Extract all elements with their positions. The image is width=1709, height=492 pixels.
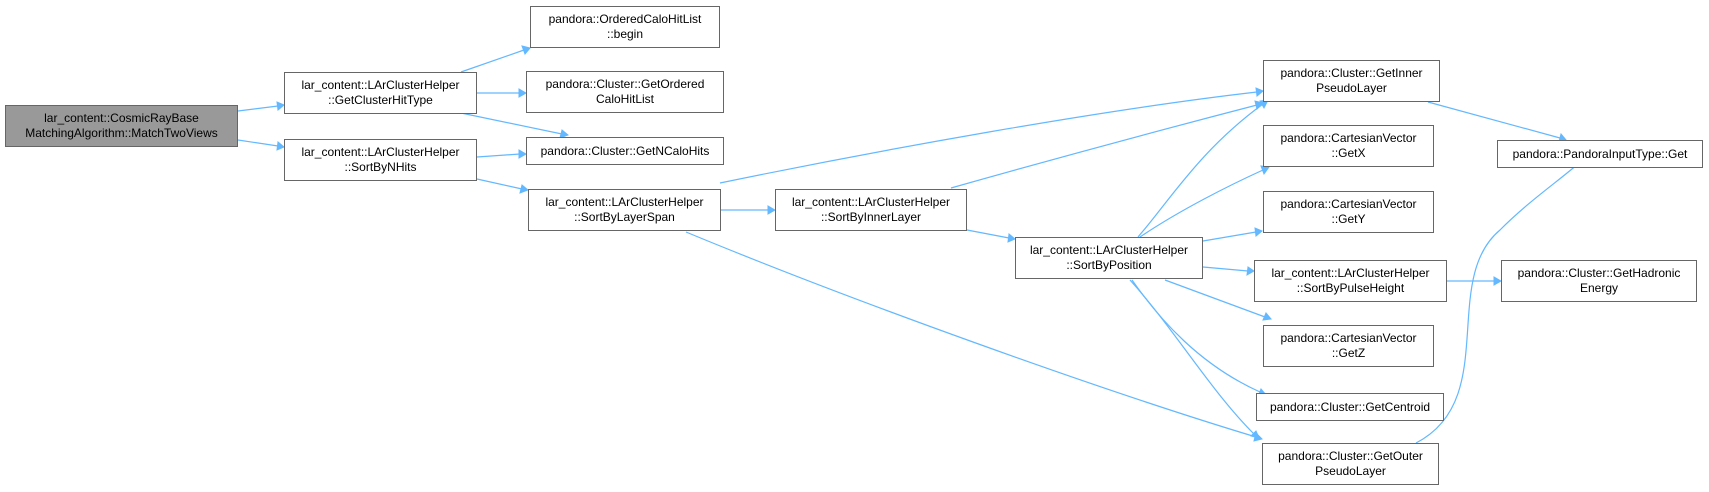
edge-sortbypulseheight-to-gethadronicenergy xyxy=(1447,276,1503,286)
node-getinnerpseudolayer-line-1: pandora::Cluster::GetInner xyxy=(1280,66,1423,80)
node-root-line-1: lar_content::CosmicRayBase xyxy=(44,111,199,125)
edge-sortbyposition-to-getx xyxy=(1139,165,1270,238)
node-sortbyposition[interactable]: lar_content::LArClusterHelper ::SortByPo… xyxy=(1015,237,1203,279)
node-getclusterhittype-line-1: lar_content::LArClusterHelper xyxy=(301,78,460,92)
edge-sortbyposition-to-getcentroid xyxy=(1131,279,1267,397)
node-getcentroid-line-1: pandora::Cluster::GetCentroid xyxy=(1269,399,1431,414)
node-sortbynhits-line-2: ::SortByNHits xyxy=(344,160,417,174)
edge-getclusterhittype-to-orderedbegin xyxy=(460,45,531,73)
edge-sortbylayerspan-to-sortbyinnerlayer xyxy=(721,205,777,215)
node-sortbylayerspan[interactable]: lar_content::LArClusterHelper ::SortByLa… xyxy=(528,189,721,231)
node-getncalohits[interactable]: pandora::Cluster::GetNCaloHits xyxy=(526,137,724,165)
edge-sortbyposition-to-sortbypulseheight xyxy=(1202,266,1255,276)
edge-sortbyposition-to-gety xyxy=(1202,227,1263,242)
edge-sortbynhits-to-sortbylayerspan xyxy=(476,178,529,194)
edge-sortbyposition-to-getouterpseudolayer xyxy=(1129,279,1260,439)
node-getx-line-1: pandora::CartesianVector xyxy=(1280,131,1417,145)
node-getclusterhittype-line-2: ::GetClusterHitType xyxy=(328,93,433,107)
node-sortbypulseheight[interactable]: lar_content::LArClusterHelper ::SortByPu… xyxy=(1254,260,1447,302)
node-getclusterhittype[interactable]: lar_content::LArClusterHelper ::GetClust… xyxy=(284,72,477,114)
node-gethadronicenergy-line-1: pandora::Cluster::GetHadronic xyxy=(1517,266,1681,280)
node-pandorainputtype-get[interactable]: pandora::PandoraInputType::Get xyxy=(1497,140,1703,168)
node-gethadronicenergy-line-2: Energy xyxy=(1579,281,1619,295)
edge-sortbynhits-to-getncalohits xyxy=(476,149,528,159)
edge-sortbyposition-to-getz xyxy=(1164,279,1272,321)
node-getouterpseudolayer-line-2: PseudoLayer xyxy=(1315,464,1386,478)
node-root: lar_content::CosmicRayBase MatchingAlgor… xyxy=(5,105,238,147)
node-getorderedcalohitlist-line-2: CaloHitList xyxy=(595,92,655,106)
node-getorderedcalohitlist[interactable]: pandora::Cluster::GetOrdered CaloHitList xyxy=(526,71,724,113)
edge-getclusterhittype-to-getncalohits xyxy=(460,112,569,139)
edge-root-to-getclusterhittype xyxy=(237,101,285,112)
edge-sortbylayerspan-to-getinnerpseudolayer xyxy=(719,87,1264,184)
node-cartesianvector-gety[interactable]: pandora::CartesianVector ::GetY xyxy=(1263,191,1434,233)
node-cartesianvector-getz[interactable]: pandora::CartesianVector ::GetZ xyxy=(1263,325,1434,367)
node-getz-line-2: ::GetZ xyxy=(1331,346,1366,360)
node-getncalohits-line-1: pandora::Cluster::GetNCaloHits xyxy=(540,143,710,158)
node-sortbyinnerlayer-line-1: lar_content::LArClusterHelper xyxy=(791,195,951,209)
edge-getclusterhittype-to-getorderedcalohitlist xyxy=(477,88,528,98)
node-getx-line-2: ::GetX xyxy=(1331,146,1366,160)
node-orderedcalohitlist-begin-line-2: ::begin xyxy=(606,27,644,41)
edge-root-to-sortbynhits xyxy=(237,139,285,151)
node-getinnerpseudolayer[interactable]: pandora::Cluster::GetInner PseudoLayer xyxy=(1263,60,1440,102)
node-pandorainputtype-get-line-1: pandora::PandoraInputType::Get xyxy=(1512,146,1688,161)
node-getinnerpseudolayer-line-2: PseudoLayer xyxy=(1316,81,1387,95)
node-getouterpseudolayer[interactable]: pandora::Cluster::GetOuter PseudoLayer xyxy=(1262,443,1439,485)
node-getz-line-1: pandora::CartesianVector xyxy=(1280,331,1417,345)
node-getorderedcalohitlist-line-1: pandora::Cluster::GetOrdered xyxy=(545,77,705,91)
node-gety-line-1: pandora::CartesianVector xyxy=(1280,197,1417,211)
node-sortbynhits-line-1: lar_content::LArClusterHelper xyxy=(301,145,460,159)
node-orderedcalohitlist-begin[interactable]: pandora::OrderedCaloHitList ::begin xyxy=(530,6,720,48)
node-sortbyinnerlayer-line-2: ::SortByInnerLayer xyxy=(820,210,922,224)
node-gethadronicenergy[interactable]: pandora::Cluster::GetHadronic Energy xyxy=(1501,260,1697,302)
node-sortbylayerspan-line-1: lar_content::LArClusterHelper xyxy=(545,195,704,209)
node-sortbynhits[interactable]: lar_content::LArClusterHelper ::SortByNH… xyxy=(284,139,477,181)
node-gety-line-2: ::GetY xyxy=(1331,212,1366,226)
edge-sortbyposition-to-getinnerpseudolayer xyxy=(1137,99,1269,238)
node-sortbyposition-line-1: lar_content::LArClusterHelper xyxy=(1029,243,1189,257)
node-root-line-2: MatchingAlgorithm::MatchTwoViews xyxy=(25,126,218,140)
node-getcentroid[interactable]: pandora::Cluster::GetCentroid xyxy=(1256,393,1444,421)
node-sortbyinnerlayer[interactable]: lar_content::LArClusterHelper ::SortByIn… xyxy=(775,189,967,231)
node-sortbypulseheight-line-2: ::SortByPulseHeight xyxy=(1296,281,1405,295)
node-sortbypulseheight-line-1: lar_content::LArClusterHelper xyxy=(1271,266,1430,280)
node-orderedcalohitlist-begin-line-1: pandora::OrderedCaloHitList xyxy=(548,12,702,26)
edge-sortbyinnerlayer-to-sortbyposition xyxy=(966,229,1016,243)
node-getouterpseudolayer-line-1: pandora::Cluster::GetOuter xyxy=(1278,449,1423,463)
node-cartesianvector-getx[interactable]: pandora::CartesianVector ::GetX xyxy=(1263,125,1434,167)
node-sortbylayerspan-line-2: ::SortByLayerSpan xyxy=(574,210,675,224)
node-sortbyposition-line-2: ::SortByPosition xyxy=(1066,258,1152,272)
edge-getinnerpseudolayer-to-pandorainputtypeget xyxy=(1427,101,1567,143)
